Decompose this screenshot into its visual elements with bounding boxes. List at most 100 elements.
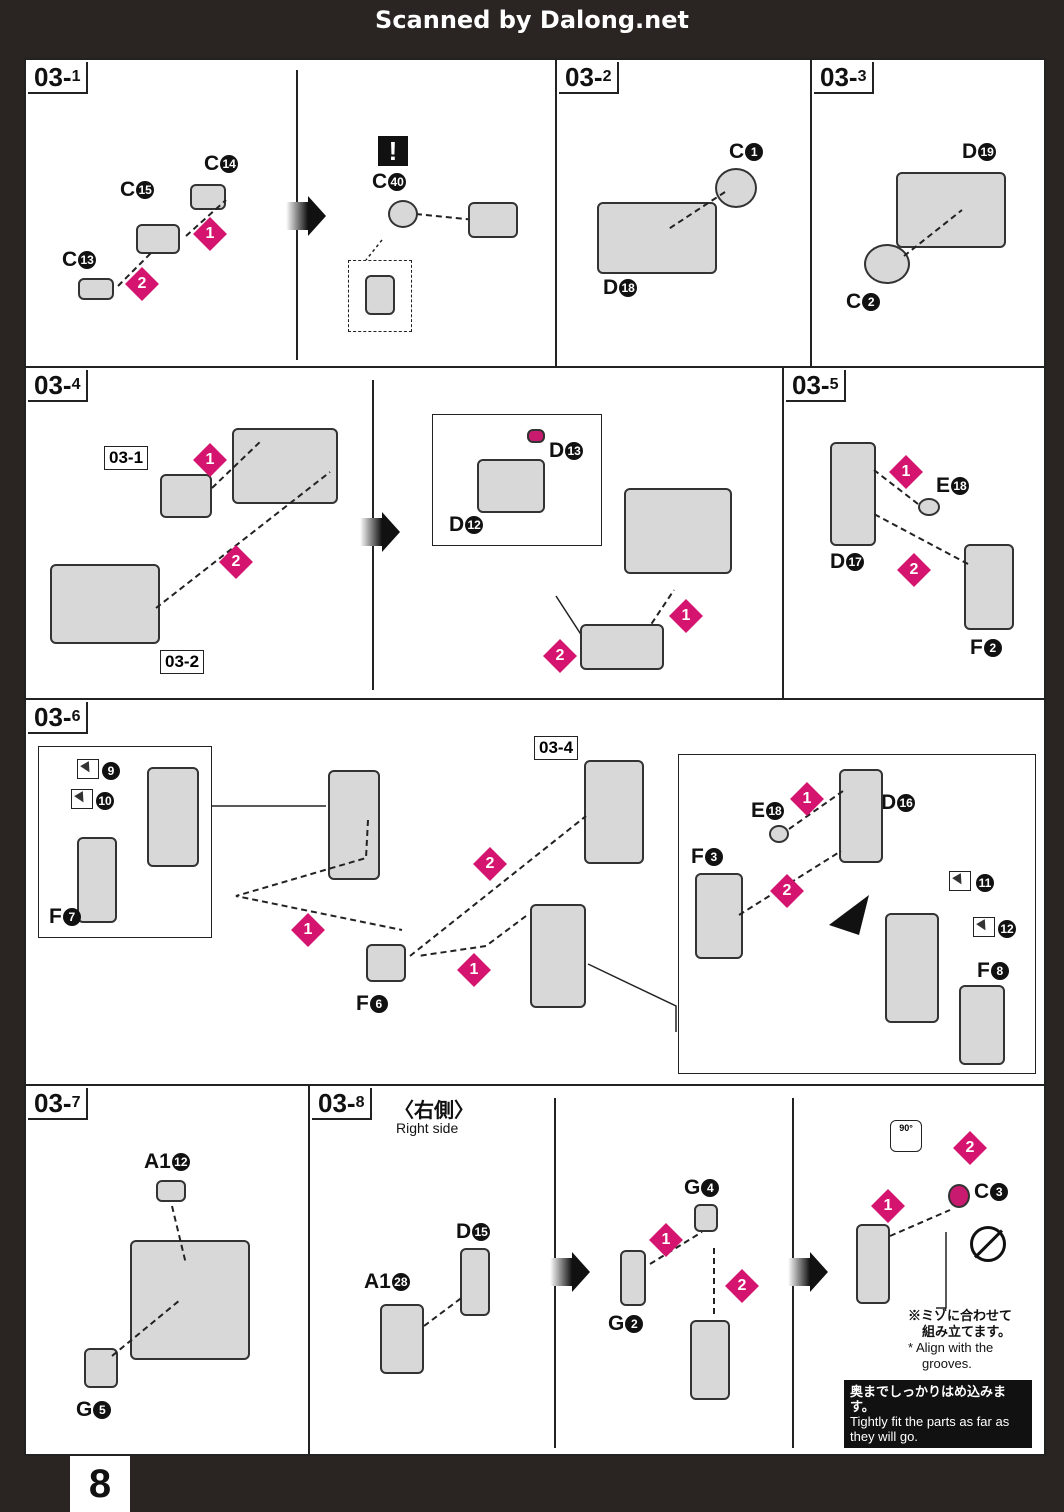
part-c1 [715, 168, 757, 208]
part-a1-28 [380, 1304, 424, 1374]
step-badge: 1 [889, 455, 923, 489]
part-d19 [896, 172, 1006, 248]
assembly-lines [212, 805, 677, 1032]
sticker-number: 10 [95, 789, 114, 813]
assembly-lines [423, 1209, 951, 1327]
step-badge: 2 [125, 267, 159, 301]
part-f7 [77, 837, 117, 923]
part-c15 [136, 224, 180, 254]
sticker-number: 9 [101, 759, 120, 783]
step-badge: 2 [725, 1269, 759, 1303]
scanner-watermark: Scanned by Dalong.net [375, 6, 689, 34]
part-f8 [959, 985, 1005, 1065]
step-badge: 1 [669, 599, 703, 633]
next-arrow [788, 1252, 828, 1292]
part-g2 [620, 1250, 646, 1306]
note-align-grooves: ※ミゾに合わせて 組み立てます。 * Align with the groove… [908, 1308, 1013, 1371]
part-a1-12 [156, 1180, 186, 1202]
ref-03-1: 03-1 [104, 446, 149, 470]
step-badge: 2 [219, 545, 253, 579]
prohibited-icon [970, 1226, 1006, 1262]
next-arrow [360, 512, 400, 552]
assembly-lines [666, 191, 726, 231]
part-g4 [694, 1204, 718, 1232]
part-f2 [964, 544, 1014, 630]
step-badge: 2 [953, 1131, 987, 1165]
part-d18 [597, 202, 717, 274]
step-badge: 2 [473, 847, 507, 881]
step-tag: 03-7 [28, 1088, 89, 1120]
sticker-number: 12 [997, 917, 1016, 941]
part-right-shoulder [530, 904, 586, 1008]
step-badge: 1 [457, 953, 491, 987]
part-03-1-assembly [160, 474, 212, 518]
part-c2 [864, 244, 910, 284]
step-tag: 03-6 [28, 702, 89, 734]
assembly-lines [117, 199, 477, 287]
step-badge: 2 [770, 874, 804, 908]
sticker-icon [71, 789, 93, 809]
detail-inset [348, 260, 412, 332]
step-badge: 1 [790, 782, 824, 816]
step-badge: 1 [649, 1223, 683, 1257]
right-side-subtitle: Right side [396, 1120, 459, 1136]
part-d17-assembly [147, 767, 199, 867]
sticker-number: 11 [975, 871, 994, 895]
part-c3 [948, 1184, 970, 1208]
part-03-4-torso [584, 760, 644, 864]
note-tight-fit: 奥までしっかりはめ込みます。 Tightly fit the parts as … [844, 1380, 1032, 1448]
part-d13 [527, 429, 545, 443]
part-d18-assembly [50, 564, 160, 644]
part-arm-assembly [690, 1320, 730, 1400]
sticker-icon [77, 759, 99, 779]
part-d12-placed [580, 624, 664, 670]
part-e18 [918, 498, 940, 516]
part-f3 [695, 873, 743, 959]
part-03-4-body [624, 488, 732, 574]
step-badge: 1 [193, 443, 227, 477]
rotate-90-icon: 90° [890, 1120, 922, 1152]
page-number: 8 [70, 1456, 130, 1512]
part-c40 [388, 200, 418, 228]
part-c13 [78, 278, 114, 300]
ref-03-4: 03-4 [534, 736, 579, 760]
step-badge: 1 [291, 913, 325, 947]
assembly-lines [111, 1205, 187, 1357]
part-d17 [830, 442, 876, 546]
part-torso-assembly [130, 1240, 250, 1360]
step-badge: 2 [543, 639, 577, 673]
part-arm-final [856, 1224, 890, 1304]
step-badge: 2 [897, 553, 931, 587]
step-tag: 03-2 [559, 62, 620, 94]
step-badge: 1 [193, 217, 227, 251]
part-d16-assembly [885, 913, 939, 1023]
assembly-lines [738, 790, 869, 935]
